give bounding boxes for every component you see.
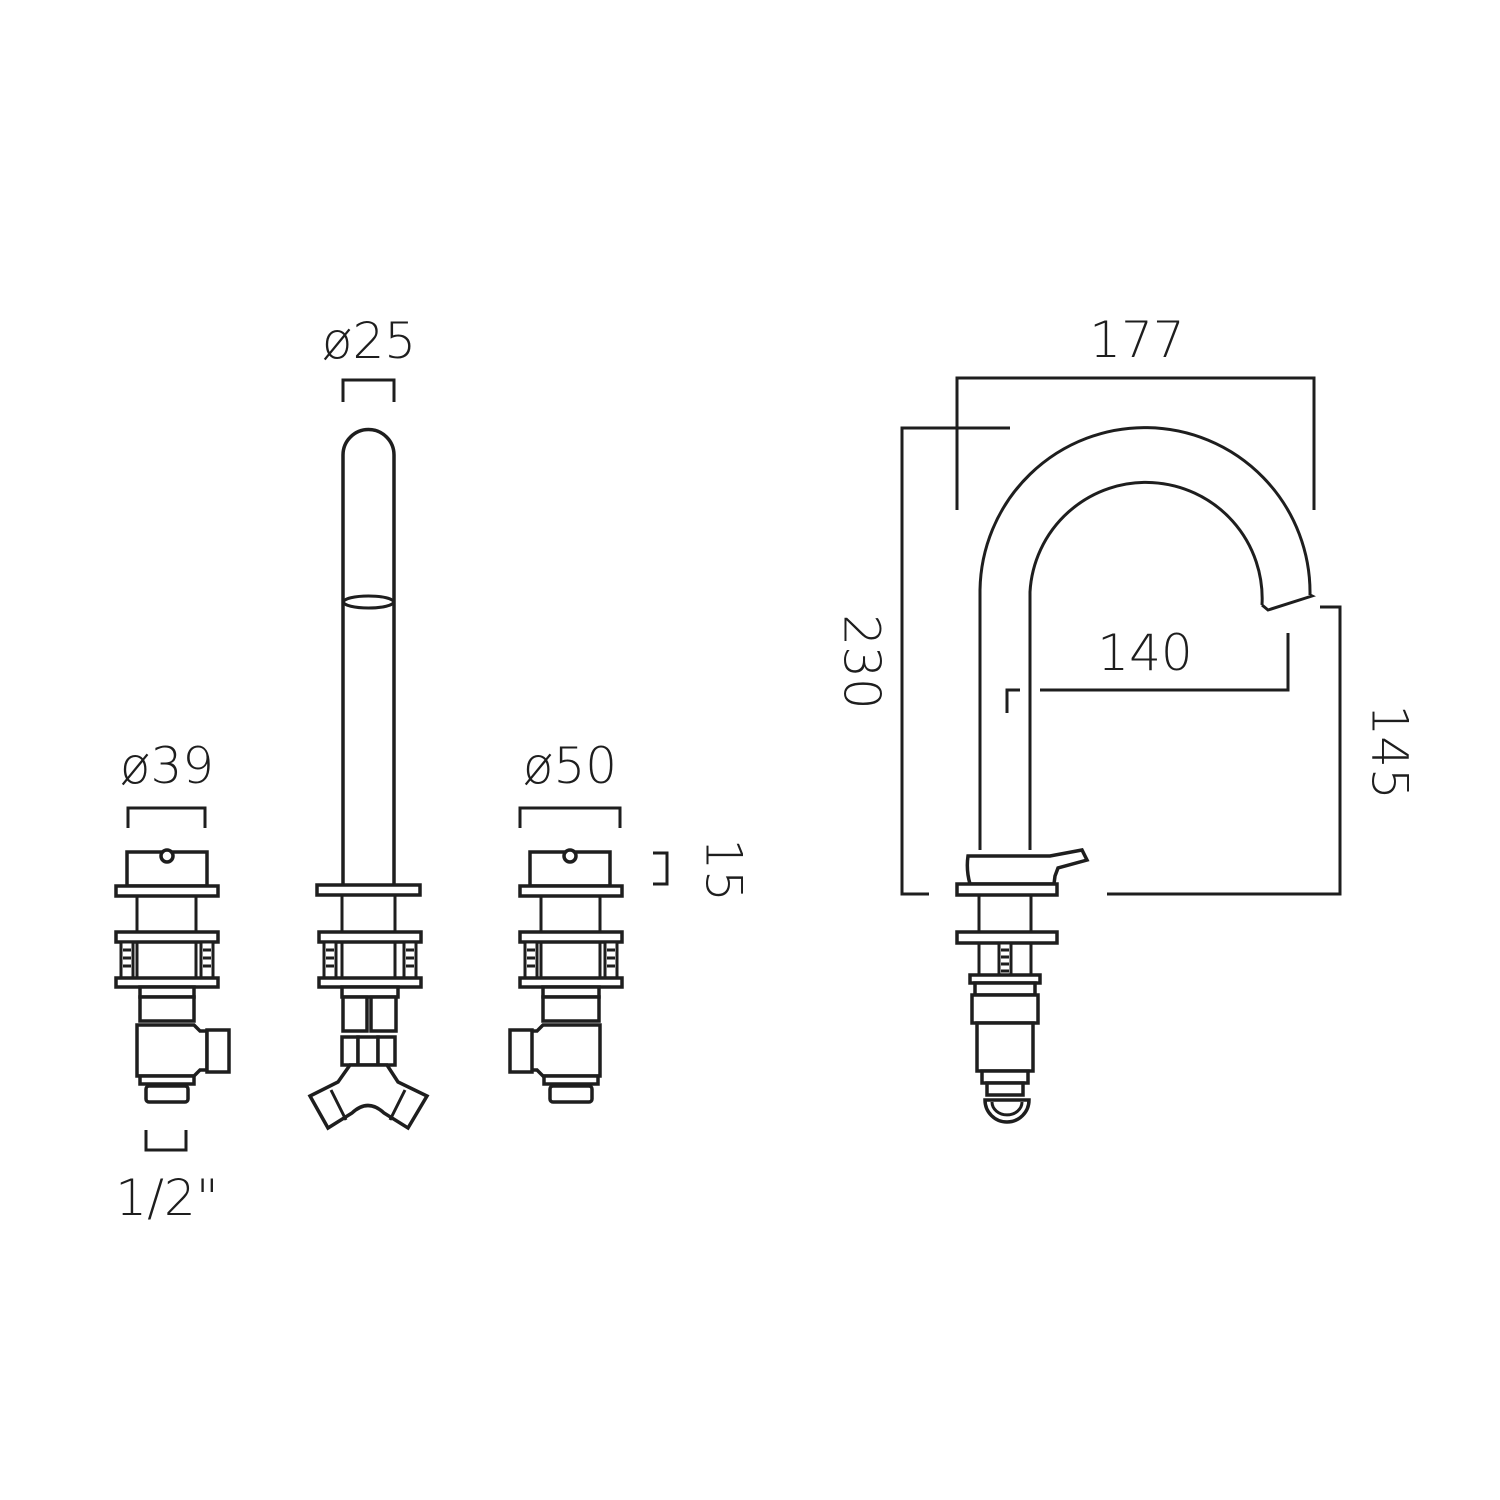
right-valve-diameter-label: ø50 (523, 737, 617, 795)
handle-height-bracket (653, 851, 669, 886)
side-body-nut (975, 1021, 1035, 1073)
right-valve: ø50 15 (508, 737, 753, 1104)
handle-height-label: 15 (695, 838, 753, 902)
spout-clearance-label: 145 (1361, 704, 1419, 799)
side-connector-loop (983, 1098, 1031, 1124)
overall-height-bracket (900, 426, 1010, 896)
spout-diameter-bracket (341, 378, 396, 402)
spout-reach-label: 140 (1097, 624, 1192, 682)
left-valve-inlet (144, 1084, 190, 1104)
left-valve-thread-left (119, 940, 135, 980)
spout-neck-inner (1028, 480, 1264, 850)
spout-flange (315, 883, 422, 897)
right-valve-side-outlet (508, 1028, 534, 1074)
overall-reach-label: 177 (1089, 311, 1184, 369)
left-valve-body (135, 896, 198, 932)
spout-side-view: 177 230 145 140 (833, 311, 1419, 1124)
left-valve-elbow (135, 1023, 209, 1078)
right-valve-diameter-bracket (518, 806, 622, 828)
spout-hex-nut-left (341, 995, 369, 1033)
left-valve-indicator-dot (159, 848, 175, 864)
side-flange (955, 882, 1059, 897)
spout-tube (341, 427, 396, 885)
right-valve-mount-plate-top (518, 930, 624, 944)
spout-clearance-bracket (1107, 605, 1342, 896)
left-valve: ø39 1/2" (114, 737, 231, 1227)
spout-hex-nut-right (369, 995, 398, 1033)
right-valve-inlet (548, 1084, 594, 1104)
left-valve-diameter-label: ø39 (120, 737, 214, 795)
left-valve-diameter-bracket (126, 806, 207, 828)
spout-diameter-label: ø25 (322, 312, 416, 370)
spout-outlet-aerator (342, 594, 395, 610)
left-valve-mount-plate-top (114, 930, 220, 944)
lever-handle (965, 848, 1090, 886)
inlet-bracket (144, 1130, 188, 1152)
inlet-size-label: 1/2" (115, 1169, 218, 1227)
left-valve-side-outlet (205, 1028, 231, 1074)
overall-height-label: 230 (833, 614, 891, 709)
spout-mount-plate-top (317, 930, 423, 944)
spout-neck-outer (978, 426, 1312, 850)
right-valve-flange (518, 884, 624, 898)
spout-reach-bracket (1040, 633, 1290, 692)
spout-front-view: ø25 (307, 312, 430, 1131)
spout-outlet (1261, 593, 1316, 612)
right-valve-indicator-dot (562, 848, 578, 864)
left-valve-flange (114, 884, 220, 898)
right-valve-elbow (528, 1023, 602, 1078)
overall-reach-bracket (955, 376, 1316, 510)
left-valve-thread-right (199, 940, 215, 980)
side-mount-plate (955, 930, 1059, 945)
spout-y-connector (307, 1063, 430, 1131)
